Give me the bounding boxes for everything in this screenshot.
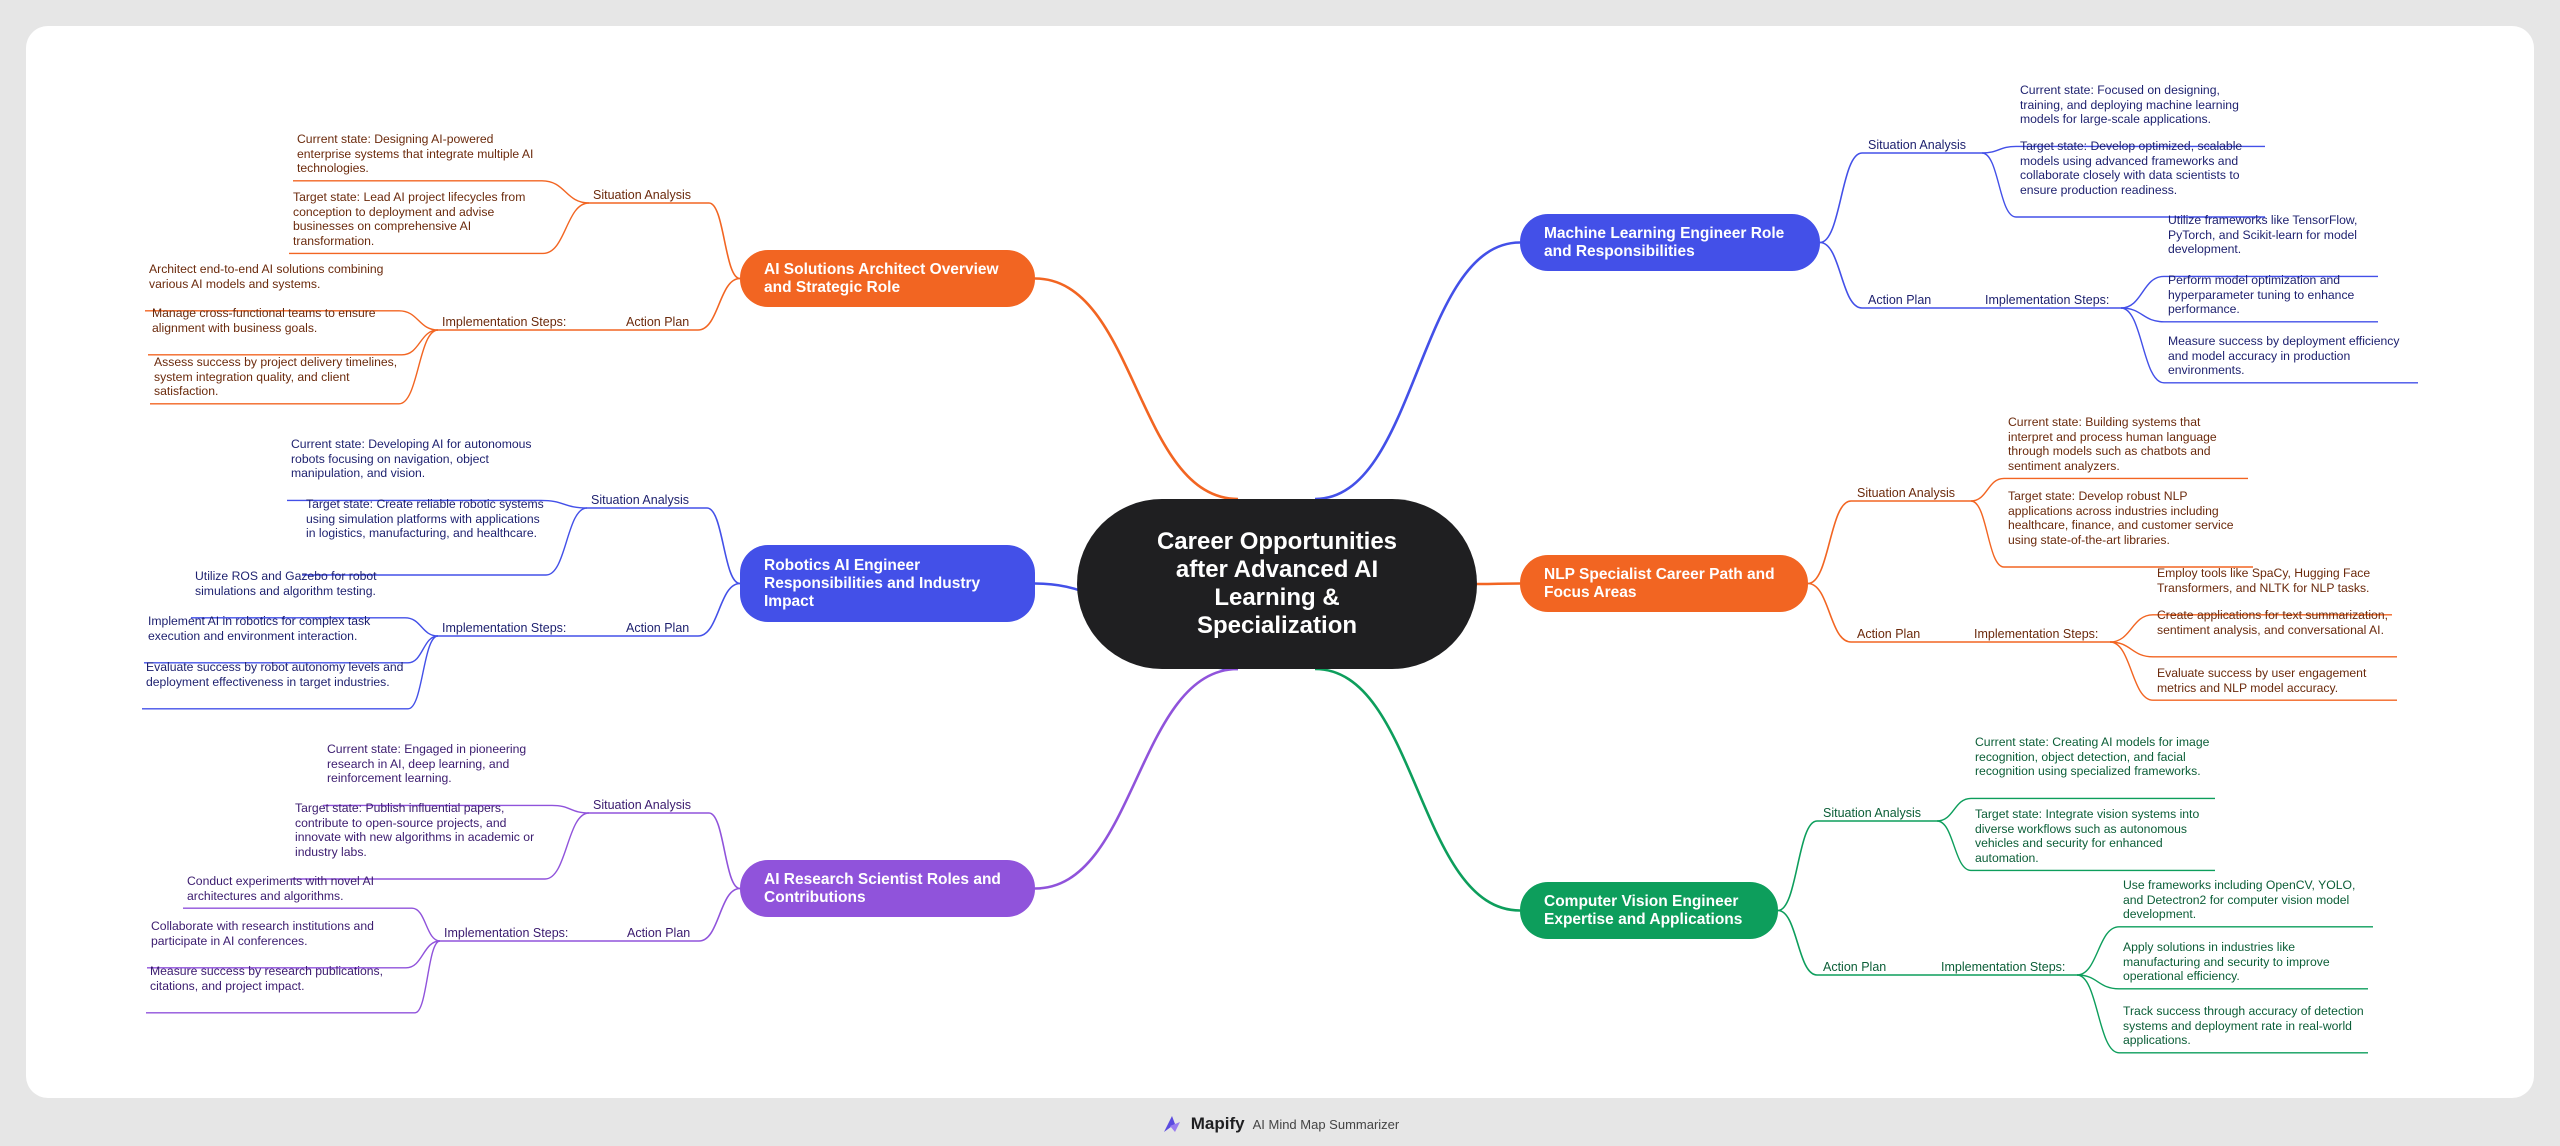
implementation-steps-ai-solutions-architect[interactable]: Implementation Steps: [442,315,567,329]
implementation-steps-robotics-ai-engineer[interactable]: Implementation Steps: [442,621,567,635]
step-leaf-computer-vision-engineer[interactable]: Track success through accuracy of detect… [2123,1004,2364,1048]
situation-analysis-computer-vision-engineer[interactable]: Situation Analysis [1823,806,1921,820]
step-leaf-computer-vision-engineer[interactable]: Apply solutions in industries like manuf… [2123,940,2330,984]
action-plan-robotics-ai-engineer[interactable]: Action Plan [626,621,690,635]
situation-leaf-computer-vision-engineer[interactable]: Current state: Creating AI models for im… [1975,735,2210,779]
step-leaf-ml-engineer[interactable]: Perform model optimization and hyperpara… [2168,273,2355,317]
situation-leaf-robotics-ai-engineer[interactable]: Current state: Developing AI for autonom… [291,437,532,481]
step-leaf-ai-solutions-architect[interactable]: Assess success by project delivery timel… [154,355,398,399]
implementation-steps-computer-vision-engineer[interactable]: Implementation Steps: [1941,960,2066,974]
situation-analysis-robotics-ai-engineer[interactable]: Situation Analysis [591,493,689,507]
topic-ai-research-scientist[interactable]: AI Research Scientist Roles and Contribu… [740,860,1035,917]
situation-analysis-nlp-specialist[interactable]: Situation Analysis [1857,486,1955,500]
situation-leaf-computer-vision-engineer[interactable]: Target state: Integrate vision systems i… [1975,807,2200,865]
step-leaf-ai-research-scientist[interactable]: Conduct experiments with novel AI archit… [187,874,374,903]
situation-leaf-nlp-specialist[interactable]: Target state: Develop robust NLP applica… [2008,489,2234,547]
central-topic-label: Career Opportunities after Advanced AI L… [1156,528,1398,639]
action-plan-nlp-specialist[interactable]: Action Plan [1857,627,1921,641]
step-leaf-ai-research-scientist[interactable]: Measure success by research publications… [150,964,384,993]
situation-leaf-ai-research-scientist[interactable]: Current state: Engaged in pioneering res… [327,742,527,786]
topic-nlp-specialist[interactable]: NLP Specialist Career Path and Focus Are… [1520,555,1808,612]
situation-leaf-robotics-ai-engineer[interactable]: Target state: Create reliable robotic sy… [306,497,544,541]
footer: Mapify AI Mind Map Summarizer [0,1111,2560,1137]
topic-ml-engineer[interactable]: Machine Learning Engineer Role and Respo… [1520,214,1820,271]
footer-tagline: AI Mind Map Summarizer [1252,1116,1400,1132]
topic-computer-vision-engineer[interactable]: Computer Vision Engineer Expertise and A… [1520,882,1778,939]
central-topic[interactable]: Career Opportunities after Advanced AI L… [1077,499,1477,669]
action-plan-computer-vision-engineer[interactable]: Action Plan [1823,960,1887,974]
step-leaf-computer-vision-engineer[interactable]: Use frameworks including OpenCV, YOLO, a… [2123,878,2356,922]
step-leaf-ai-solutions-architect[interactable]: Architect end-to-end AI solutions combin… [149,262,384,291]
step-leaf-nlp-specialist[interactable]: Employ tools like SpaCy, Hugging Face Tr… [2157,566,2371,595]
action-plan-ai-solutions-architect[interactable]: Action Plan [626,315,690,329]
footer-brand: Mapify [1190,1114,1245,1133]
implementation-steps-nlp-specialist[interactable]: Implementation Steps: [1974,627,2099,641]
step-leaf-robotics-ai-engineer[interactable]: Evaluate success by robot autonomy level… [146,660,404,689]
situation-leaf-ml-engineer[interactable]: Current state: Focused on designing, tra… [2020,83,2239,127]
step-leaf-ai-research-scientist[interactable]: Collaborate with research institutions a… [151,919,374,948]
mapify-logo-icon [1163,1116,1180,1132]
action-plan-ai-research-scientist[interactable]: Action Plan [627,926,691,940]
step-leaf-robotics-ai-engineer[interactable]: Implement AI in robotics for complex tas… [148,614,371,643]
step-leaf-ai-solutions-architect[interactable]: Manage cross-functional teams to ensure … [152,306,376,335]
topic-ai-solutions-architect[interactable]: AI Solutions Architect Overview and Stra… [740,250,1035,307]
situation-analysis-ai-solutions-architect[interactable]: Situation Analysis [593,188,691,202]
implementation-steps-ai-research-scientist[interactable]: Implementation Steps: [444,926,569,940]
step-leaf-robotics-ai-engineer[interactable]: Utilize ROS and Gazebo for robot simulat… [195,569,377,598]
step-leaf-ml-engineer[interactable]: Utilize frameworks like TensorFlow, PyTo… [2168,213,2358,257]
situation-leaf-nlp-specialist[interactable]: Current state: Building systems that int… [2008,415,2217,473]
step-leaf-nlp-specialist[interactable]: Create applications for text summarizati… [2157,608,2388,637]
situation-leaf-ai-solutions-architect[interactable]: Target state: Lead AI project lifecycles… [293,190,526,248]
implementation-steps-ml-engineer[interactable]: Implementation Steps: [1985,293,2110,307]
topic-robotics-ai-engineer[interactable]: Robotics AI Engineer Responsibilities an… [740,545,1035,622]
situation-leaf-ai-research-scientist[interactable]: Target state: Publish influential papers… [295,801,535,859]
situation-leaf-ml-engineer[interactable]: Target state: Develop optimized, scalabl… [2020,139,2243,197]
action-plan-ml-engineer[interactable]: Action Plan [1868,293,1932,307]
situation-analysis-ai-research-scientist[interactable]: Situation Analysis [593,798,691,812]
situation-leaf-ai-solutions-architect[interactable]: Current state: Designing AI-powered ente… [297,132,534,176]
step-leaf-nlp-specialist[interactable]: Evaluate success by user engagement metr… [2157,666,2367,695]
step-leaf-ml-engineer[interactable]: Measure success by deployment efficiency… [2168,334,2400,378]
situation-analysis-ml-engineer[interactable]: Situation Analysis [1868,138,1966,152]
